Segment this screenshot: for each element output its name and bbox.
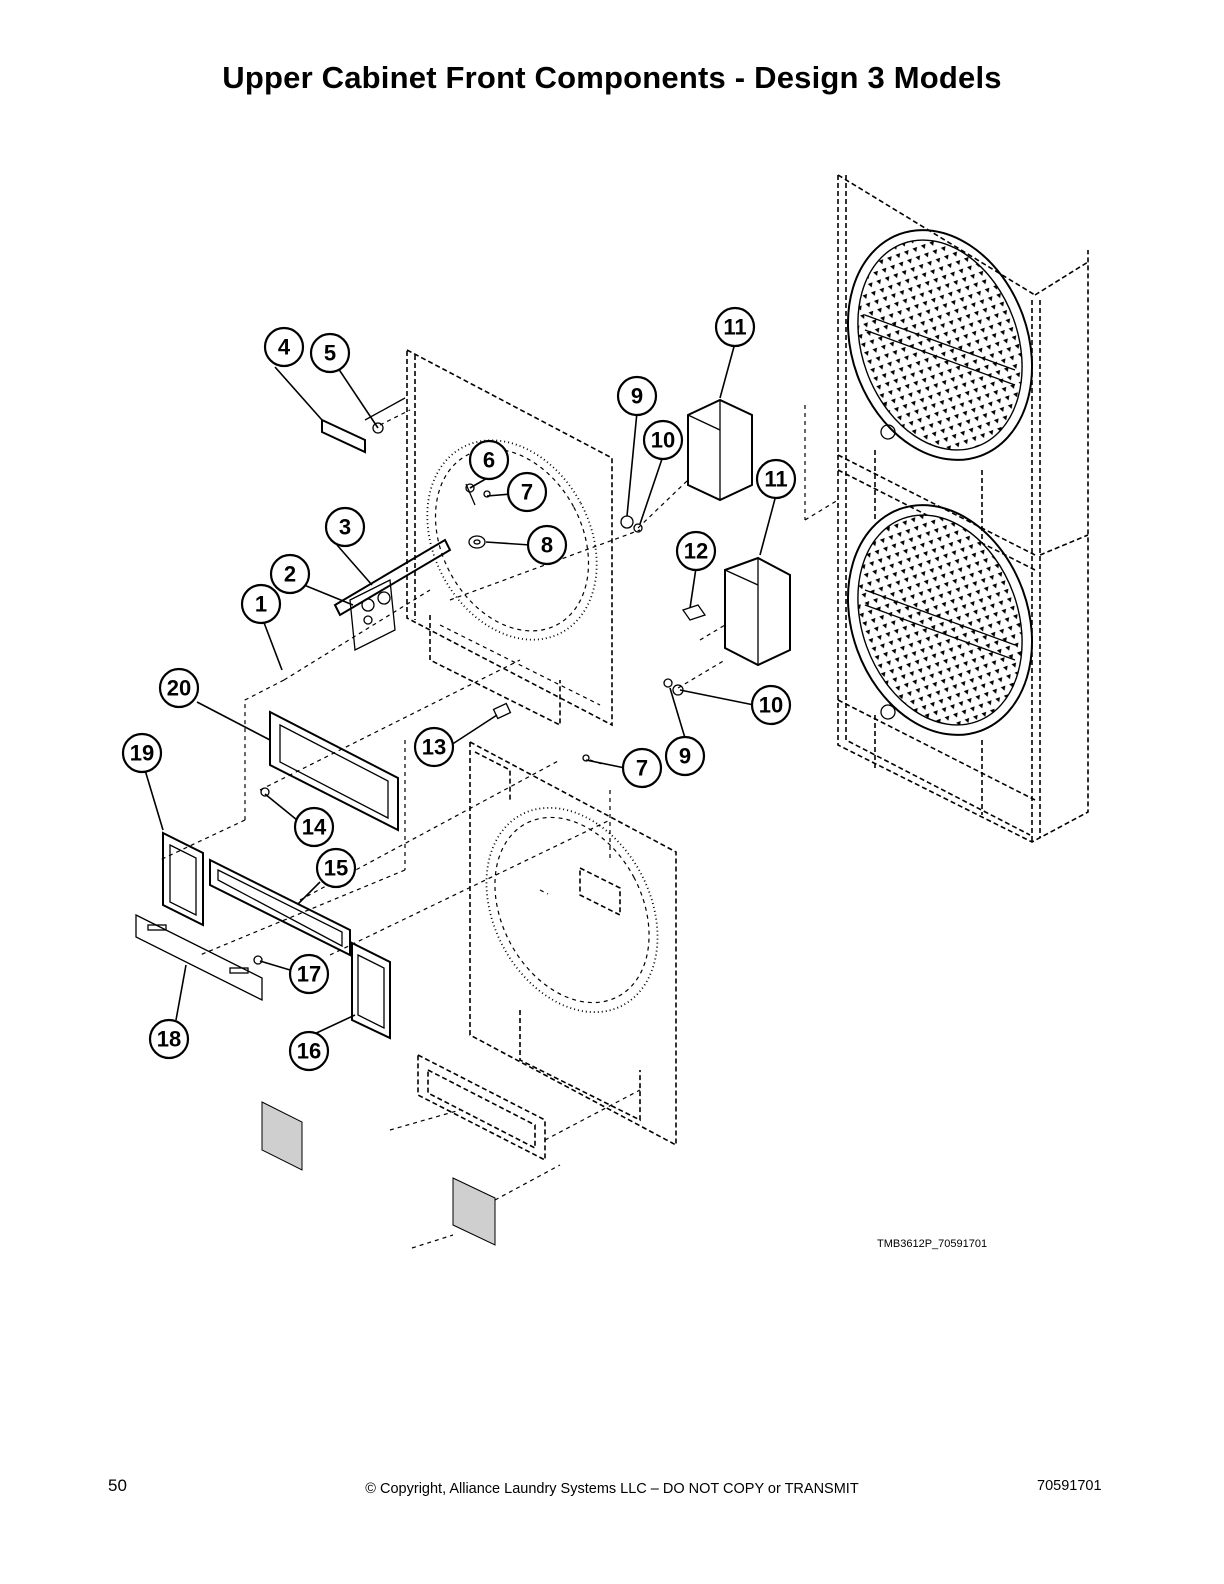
callout-9-upper: 9	[616, 375, 658, 417]
svg-text:15: 15	[324, 856, 348, 881]
svg-text:4: 4	[278, 335, 291, 360]
svg-text:20: 20	[167, 676, 191, 701]
callout-15: 15	[315, 847, 357, 889]
callout-4: 4	[263, 326, 305, 368]
callout-14: 14	[293, 806, 335, 848]
svg-text:11: 11	[764, 467, 787, 492]
bezel-part-20	[269, 710, 399, 832]
callout-10-lower: 10	[750, 684, 792, 726]
callout-6: 6	[468, 439, 510, 481]
box-lower-part-11	[724, 556, 791, 667]
callout-8: 8	[526, 524, 568, 566]
svg-text:7: 7	[636, 756, 648, 781]
svg-text:8: 8	[541, 533, 553, 558]
callout-9-lower: 9	[664, 735, 706, 777]
svg-text:13: 13	[422, 735, 446, 760]
svg-text:10: 10	[759, 693, 783, 718]
document-number: 70591701	[1037, 1478, 1102, 1494]
connector-part-13	[492, 702, 512, 720]
decal-part-4	[321, 418, 366, 454]
overlay-part-15	[209, 858, 351, 957]
lower-front-panel	[469, 740, 677, 1147]
frame-part-19	[162, 831, 204, 927]
svg-text:14: 14	[302, 815, 327, 840]
svg-text:17: 17	[297, 962, 321, 987]
frame-part-16	[351, 941, 391, 1040]
latch-part-6-7	[465, 483, 491, 506]
decal-part-18	[135, 913, 263, 1002]
callout-12: 12	[675, 530, 717, 572]
svg-text:16: 16	[297, 1039, 321, 1064]
lock-bracket-part-3	[333, 538, 452, 652]
callout-7-lower: 7	[621, 747, 663, 789]
svg-text:12: 12	[684, 539, 708, 564]
callout-20: 20	[158, 667, 200, 709]
clip-part-12	[681, 604, 707, 621]
svg-text:9: 9	[679, 744, 691, 769]
upper-drum	[846, 229, 1034, 461]
svg-text:5: 5	[324, 341, 336, 366]
vent-grille-left	[261, 1101, 303, 1171]
svg-text:6: 6	[483, 448, 495, 473]
lower-drum	[846, 504, 1034, 736]
callout-1: 1	[240, 583, 282, 625]
svg-text:19: 19	[130, 741, 154, 766]
kick-panel	[389, 1053, 641, 1162]
svg-text:7: 7	[521, 480, 533, 505]
svg-text:10: 10	[651, 428, 675, 453]
lock-nut-part-8	[468, 535, 486, 549]
cabinet-frame	[837, 174, 1089, 843]
page-number: 50	[108, 1476, 127, 1495]
callout-16: 16	[288, 1030, 330, 1072]
screw-part-5	[364, 397, 411, 434]
screw-part-14	[260, 787, 270, 797]
callout-7-upper: 7	[506, 471, 548, 513]
upper-front-panel	[406, 348, 613, 727]
page-title: Upper Cabinet Front Components - Design …	[222, 60, 1002, 95]
box-upper-part-11	[687, 398, 753, 502]
callout-5: 5	[309, 332, 351, 374]
fastener-part-9-10-upper	[620, 479, 689, 533]
assembly-lines	[159, 405, 839, 956]
callout-13: 13	[413, 726, 455, 768]
callout-19: 19	[121, 732, 163, 774]
callout-11-lower: 11	[755, 458, 797, 500]
callout-11-upper: 11	[714, 306, 756, 348]
svg-text:1: 1	[255, 592, 267, 617]
svg-text:11: 11	[723, 315, 746, 340]
svg-text:3: 3	[339, 515, 351, 540]
callout-3: 3	[324, 506, 366, 548]
svg-text:18: 18	[157, 1027, 181, 1052]
svg-text:9: 9	[631, 384, 643, 409]
svg-text:2: 2	[284, 562, 296, 587]
callout-17: 17	[288, 953, 330, 995]
vent-grille-bottom	[452, 1177, 496, 1246]
callout-10-upper: 10	[642, 419, 684, 461]
callout-18: 18	[148, 1018, 190, 1060]
fastener-part-9-10-lower	[663, 659, 726, 696]
copyright-notice: © Copyright, Alliance Laundry Systems LL…	[365, 1481, 859, 1497]
screw-part-17	[253, 955, 263, 965]
figure-reference: TMB3612P_70591701	[877, 1238, 988, 1250]
callout-2: 2	[269, 553, 311, 595]
